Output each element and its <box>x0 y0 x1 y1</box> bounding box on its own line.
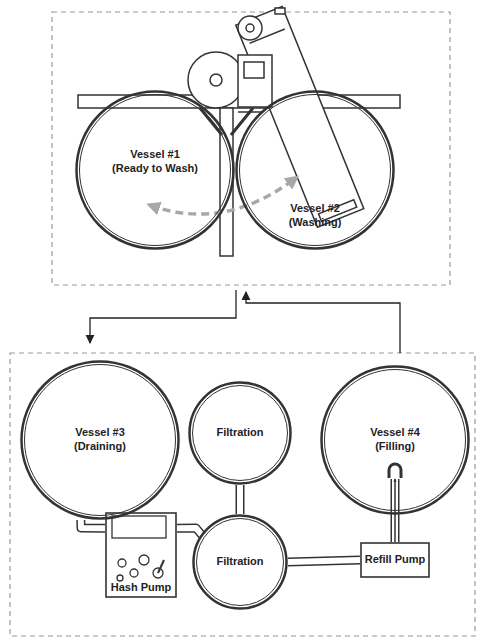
flow-line <box>246 292 400 353</box>
flow-line <box>90 290 236 343</box>
node-label: (Draining) <box>74 440 126 454</box>
intake-hook <box>389 464 401 478</box>
node-text-wrap: Filtration <box>188 381 292 485</box>
vessel-circle: Vessel #2(Washing) <box>235 90 395 250</box>
node-label: Filtration <box>216 426 263 440</box>
node-label: Vessel #4 <box>370 426 420 440</box>
node-text-wrap: Refill Pump <box>360 542 430 578</box>
pipe <box>288 560 360 562</box>
node-text-wrap: Vessel #1(Ready to Wash) <box>75 82 235 242</box>
node-text-wrap: Filtration <box>192 514 288 610</box>
pump-box: Hash Pump <box>105 512 177 598</box>
vessel-circle: Filtration <box>188 381 292 485</box>
node-text-wrap: Vessel #3(Draining) <box>20 360 180 520</box>
pipe <box>240 485 241 514</box>
hash-pump-detail <box>112 516 166 581</box>
vessel-circle: Vessel #1(Ready to Wash) <box>75 90 235 250</box>
node-text-wrap: Hash Pump <box>105 512 177 598</box>
bottom-panel <box>10 353 475 636</box>
node-label: (Ready to Wash) <box>112 162 198 176</box>
node-label: (Filling) <box>375 440 415 454</box>
pipe <box>177 528 202 536</box>
vessel-circle: Filtration <box>192 514 288 610</box>
node-label: Refill Pump <box>365 553 426 567</box>
node-label: Filtration <box>216 555 263 569</box>
node-label: Vessel #2 <box>290 202 340 216</box>
node-label: (Washing) <box>289 216 342 230</box>
pump-box: Refill Pump <box>360 542 430 578</box>
node-label: Vessel #1 <box>130 148 180 162</box>
node-text-wrap: Vessel #4(Filling) <box>320 365 470 515</box>
vessel-circle: Vessel #3(Draining) <box>20 360 180 520</box>
vessel-circle: Vessel #4(Filling) <box>320 365 470 515</box>
node-label: Hash Pump <box>111 581 172 595</box>
pipe <box>81 520 105 528</box>
node-label: Vessel #3 <box>75 426 125 440</box>
node-text-wrap: Vessel #2(Washing) <box>235 136 395 296</box>
